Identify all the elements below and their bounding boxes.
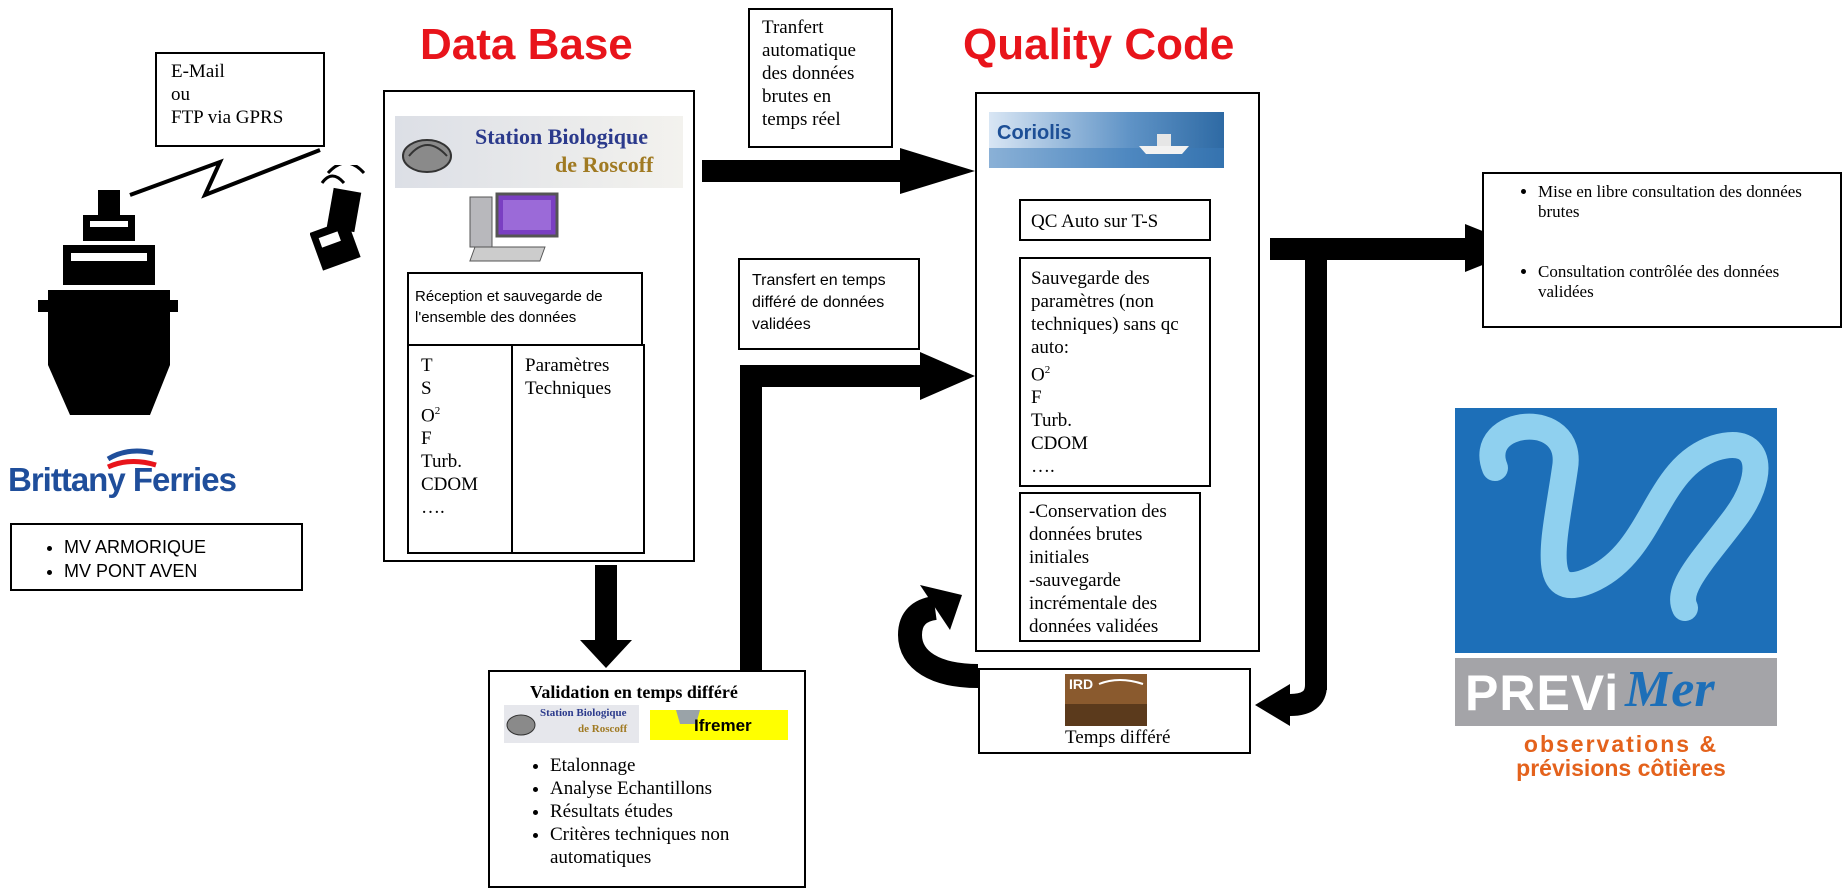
save-params-line: paramètres (non bbox=[1031, 291, 1154, 312]
arrow-ird-to-quality bbox=[897, 585, 979, 688]
computer-icon bbox=[465, 192, 575, 272]
conservation-line: initiales bbox=[1029, 547, 1090, 568]
conservation-line: données validées bbox=[1029, 616, 1159, 637]
conservation-line: incrémentale des bbox=[1029, 593, 1158, 614]
previmer-brand-b: Mer bbox=[1625, 661, 1715, 718]
public-consultation-box: Mise en libre consultation des données b… bbox=[1482, 172, 1842, 328]
save-params-line: Sauvegarde des bbox=[1031, 268, 1150, 289]
previmer-tagline: observations & prévisions côtières bbox=[1471, 732, 1771, 780]
save-param-o: O bbox=[1031, 364, 1045, 386]
ird-caption: Temps différé bbox=[1065, 727, 1171, 748]
ifremer-logo: Ifremer bbox=[650, 710, 788, 740]
previmer-tagline-1: observations & bbox=[1523, 731, 1719, 757]
previmer-tagline-2: prévisions côtières bbox=[1516, 755, 1726, 781]
email-line: E-Mail bbox=[171, 61, 225, 82]
public-item: Mise en libre consultation des données b… bbox=[1538, 182, 1830, 222]
previmer-brand-band: PREVi Mer bbox=[1455, 658, 1777, 726]
parameters-list: T S O2 F Turb. CDOM …. bbox=[407, 344, 513, 554]
conservation-box: -Conservation des données brutes initial… bbox=[1019, 492, 1201, 642]
param-s: S bbox=[421, 378, 432, 399]
realtime-line: Tranfert bbox=[762, 17, 824, 38]
realtime-line: des données bbox=[762, 63, 855, 84]
station-logo-line1: Station Biologique bbox=[475, 124, 648, 149]
validation-sbr-line1: Station Biologique bbox=[540, 707, 627, 719]
ship-icon bbox=[38, 190, 178, 430]
arrow-db-to-validation bbox=[580, 565, 632, 668]
save-param-turb: Turb. bbox=[1031, 410, 1073, 432]
conservation-line: -Conservation des bbox=[1029, 501, 1167, 522]
previmer-logo: PREVi Mer observations & prévisions côti… bbox=[1455, 408, 1777, 788]
wireless-link-bolt bbox=[129, 148, 321, 199]
validation-sbr-logo: Station Biologique de Roscoff bbox=[504, 705, 639, 743]
brittany-ferries-text: Brittany Ferries bbox=[8, 461, 237, 498]
technical-params-box: Paramètres Techniques bbox=[511, 344, 645, 554]
vessel-item: MV PONT AVEN bbox=[64, 559, 293, 583]
vessel-item: MV ARMORIQUE bbox=[64, 535, 293, 559]
validation-sbr-line2: de Roscoff bbox=[578, 723, 628, 735]
station-biologique-logo: Station Biologique de Roscoff bbox=[395, 116, 683, 188]
delayed-line: Transfert en temps bbox=[752, 272, 886, 289]
previmer-brand-a: PREVi bbox=[1465, 665, 1620, 721]
param-ellipsis: …. bbox=[421, 497, 445, 519]
arrow-quality-to-ird bbox=[1255, 250, 1327, 726]
validation-item: Etalonnage bbox=[550, 754, 810, 777]
or-line: ou bbox=[171, 84, 190, 105]
param-cdom: CDOM bbox=[421, 474, 479, 496]
delayed-line: validées bbox=[752, 316, 811, 333]
save-param-o2: O2 bbox=[1031, 359, 1199, 386]
realtime-transfer-box: Tranfert automatique des données brutes … bbox=[748, 8, 893, 148]
vessel-list-box: MV ARMORIQUE MV PONT AVEN bbox=[10, 523, 303, 591]
public-item: Consultation contrôlée des données valid… bbox=[1538, 262, 1830, 302]
database-panel: Station Biologique de Roscoff Réception … bbox=[383, 90, 695, 562]
ird-logo-text: IRD bbox=[1069, 676, 1094, 692]
qc-auto-box: QC Auto sur T-S bbox=[1019, 199, 1211, 241]
heading-data-base: Data Base bbox=[420, 20, 633, 69]
realtime-line: brutes en bbox=[762, 86, 832, 107]
arrow-db-to-quality bbox=[702, 148, 975, 194]
brittany-ferries-logo: Brittany Ferries bbox=[8, 447, 238, 507]
arrow-validation-to-quality bbox=[740, 352, 975, 670]
delayed-transfer-box: Transfert en temps différé de données va… bbox=[738, 258, 920, 350]
station-logo-line2: de Roscoff bbox=[555, 152, 654, 177]
coriolis-logo-text: Coriolis bbox=[997, 122, 1072, 144]
param-turb: Turb. bbox=[421, 451, 463, 473]
param-t: T bbox=[421, 355, 433, 376]
heading-quality-code: Quality Code bbox=[963, 20, 1235, 69]
save-param-o-superscript: 2 bbox=[1044, 364, 1051, 376]
param-o2: O2 bbox=[421, 400, 499, 427]
validation-item: Résultats études bbox=[550, 800, 810, 823]
ifremer-logo-text: Ifremer bbox=[694, 716, 752, 735]
validation-item: Analyse Echantillons bbox=[550, 777, 810, 800]
quality-code-panel: Coriolis QC Auto sur T-S Sauvegarde des … bbox=[975, 92, 1260, 652]
ird-logo: IRD bbox=[1065, 674, 1147, 726]
reception-box: Réception et sauvegarde de l'ensemble de… bbox=[407, 272, 643, 346]
save-param-ellipsis: …. bbox=[1031, 456, 1055, 478]
save-params-line: techniques) sans qc bbox=[1031, 314, 1179, 335]
save-param-cdom: CDOM bbox=[1031, 433, 1089, 455]
save-params-box: Sauvegarde des paramètres (non technique… bbox=[1019, 257, 1211, 487]
gprs-device-icon bbox=[310, 165, 380, 275]
delayed-line: différé de données bbox=[752, 294, 885, 311]
conservation-line: données brutes bbox=[1029, 524, 1143, 545]
validation-title: Validation en temps différé bbox=[530, 682, 738, 702]
realtime-line: automatique bbox=[762, 40, 856, 61]
ftp-gprs-line: FTP via GPRS bbox=[171, 107, 284, 128]
param-o: O bbox=[421, 405, 435, 427]
previmer-w-mark bbox=[1455, 408, 1777, 653]
realtime-line: temps réel bbox=[762, 109, 841, 130]
save-param-f: F bbox=[1031, 387, 1042, 409]
validation-item: Critères techniques non automatiques bbox=[550, 823, 810, 869]
param-f: F bbox=[421, 428, 432, 450]
param-o-superscript: 2 bbox=[434, 405, 441, 417]
validation-list: Etalonnage Analyse Echantillons Résultat… bbox=[526, 754, 810, 869]
conservation-line: -sauvegarde bbox=[1029, 570, 1121, 591]
ird-box: IRD Temps différé bbox=[978, 668, 1251, 754]
coriolis-logo: Coriolis bbox=[989, 112, 1224, 168]
save-params-line: auto: bbox=[1031, 337, 1069, 358]
email-ftp-box: E-Mail ou FTP via GPRS bbox=[155, 52, 325, 147]
validation-box: Validation en temps différé Station Biol… bbox=[488, 670, 806, 888]
